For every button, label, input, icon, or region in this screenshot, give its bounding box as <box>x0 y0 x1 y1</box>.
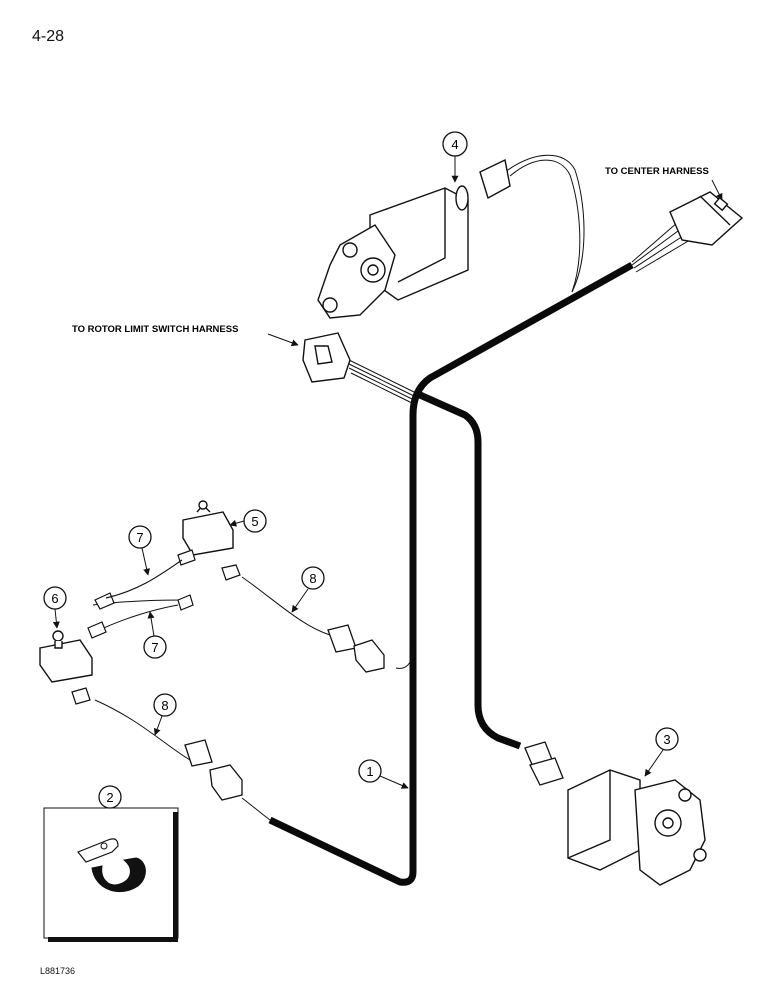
callout-8-lower-number: 8 <box>161 698 168 713</box>
center-harness-connector <box>669 191 744 246</box>
limit-switch-6 <box>39 630 93 683</box>
callout-7-lower-number: 7 <box>151 640 158 655</box>
callout-7-upper: 7 <box>128 525 152 576</box>
label-rotor-limit: TO ROTOR LIMIT SWITCH HARNESS <box>72 324 299 347</box>
center-harness-text: TO CENTER HARNESS <box>605 166 709 177</box>
callout-7-lower: 7 <box>143 611 167 659</box>
label-center-harness: TO CENTER HARNESS <box>605 166 723 201</box>
rotor-switch-4 <box>317 158 511 319</box>
callout-2: 2 <box>98 785 122 809</box>
main-harness <box>268 261 634 886</box>
callout-8-upper-number: 8 <box>309 571 316 586</box>
callout-2-number: 2 <box>106 790 113 805</box>
callout-8-lower: 8 <box>153 693 177 736</box>
callout-4-number: 4 <box>451 137 458 152</box>
rotor-limit-connector <box>302 332 351 383</box>
callout-3-number: 3 <box>663 732 670 747</box>
clamp-inset-2 <box>43 807 179 942</box>
thin-wires <box>92 154 691 821</box>
ground-leads <box>71 549 241 705</box>
callout-3: 3 <box>644 727 679 777</box>
callout-6-number: 6 <box>51 591 58 606</box>
inline-connectors <box>184 624 564 801</box>
callout-5: 5 <box>229 509 267 533</box>
callout-1-number: 1 <box>366 764 373 779</box>
callout-1: 1 <box>358 759 409 789</box>
page-number: 4-28 <box>32 28 65 45</box>
limit-switch-5 <box>182 500 234 556</box>
rotor-limit-text: TO ROTOR LIMIT SWITCH HARNESS <box>72 324 238 335</box>
callout-8-upper: 8 <box>291 566 325 613</box>
callout-6: 6 <box>43 586 67 629</box>
actuator-motor-3 <box>567 769 707 886</box>
callout-7-upper-number: 7 <box>136 530 143 545</box>
figure-id: L881736 <box>40 966 76 976</box>
callout-4: 4 <box>442 131 468 183</box>
callout-5-number: 5 <box>251 514 258 529</box>
